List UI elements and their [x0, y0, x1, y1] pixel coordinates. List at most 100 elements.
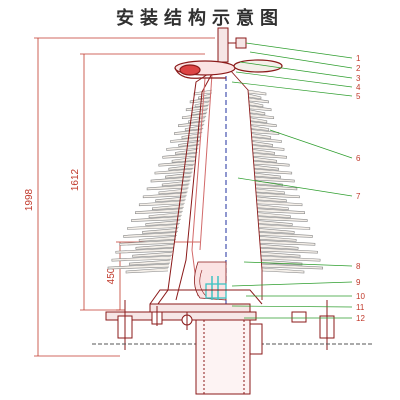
- shed-left: [138, 200, 185, 207]
- shed-right: [248, 97, 269, 104]
- shed-left: [152, 204, 184, 211]
- shed-left: [125, 267, 169, 274]
- shed-right: [249, 105, 272, 112]
- dimension-lines: [34, 37, 215, 357]
- shed-left: [162, 152, 197, 159]
- shed-left: [188, 117, 206, 124]
- shed-left: [115, 247, 173, 254]
- shed-right: [256, 192, 300, 199]
- callout-leader-8: [243, 261, 353, 267]
- shed-right: [252, 145, 285, 151]
- insulator-sheds: [107, 89, 324, 274]
- callout-number-6: 6: [356, 154, 361, 163]
- callout-number-5: 5: [356, 92, 361, 101]
- shed-right: [258, 220, 293, 226]
- shed-left: [178, 121, 205, 127]
- callout-leader-1: [245, 42, 353, 59]
- callout-leader-5: [231, 81, 353, 97]
- shed-left: [148, 212, 182, 218]
- callout-number-10: 10: [356, 292, 365, 301]
- shed-right: [251, 137, 282, 143]
- callout-number-2: 2: [356, 64, 361, 73]
- shed-left: [154, 168, 193, 175]
- shed-left: [111, 255, 171, 262]
- shed-left: [181, 133, 202, 139]
- callout-number-12: 12: [356, 314, 365, 323]
- shed-left: [107, 263, 169, 270]
- shed-right: [260, 247, 318, 254]
- shed-right: [252, 141, 274, 147]
- shed-right: [247, 89, 267, 96]
- shed-left: [123, 232, 177, 238]
- dimension-label-overall: 1998: [24, 188, 35, 211]
- callout-number-8: 8: [356, 262, 361, 271]
- shed-right: [252, 152, 287, 159]
- shed-right: [258, 228, 295, 234]
- callout-leader-6: [269, 129, 353, 159]
- support-bolts: [117, 300, 335, 350]
- shed-right: [261, 263, 324, 270]
- shed-left: [165, 172, 192, 179]
- shed-right: [248, 101, 264, 108]
- shed-left: [142, 192, 187, 199]
- shed-right: [249, 109, 266, 116]
- callout-number-3: 3: [356, 74, 361, 83]
- shed-left: [158, 188, 188, 195]
- shed-right: [261, 255, 321, 262]
- shed-left: [138, 236, 176, 242]
- shed-right: [259, 236, 297, 242]
- shed-left: [131, 216, 181, 222]
- base-flange: [105, 289, 263, 321]
- callout-leader-3: [239, 61, 353, 79]
- shed-left: [145, 220, 180, 226]
- shed-right: [257, 216, 308, 222]
- shed-right: [260, 243, 299, 250]
- shed-left: [135, 243, 174, 250]
- shed-right: [259, 240, 316, 246]
- shed-left: [127, 224, 179, 230]
- shed-right: [256, 200, 303, 207]
- shed-right: [253, 156, 277, 163]
- callout-number-4: 4: [356, 83, 361, 92]
- shed-left: [119, 240, 175, 246]
- shed-right: [261, 267, 305, 274]
- callout-leaders: [231, 42, 353, 319]
- shed-right: [258, 224, 311, 230]
- shed-right: [250, 121, 277, 127]
- shed-right: [254, 172, 281, 179]
- shed-right: [253, 160, 290, 167]
- shed-left: [146, 184, 189, 191]
- shed-right: [260, 251, 301, 258]
- callout-leader-9: [231, 281, 353, 287]
- shed-right: [259, 232, 313, 238]
- dimension-label-upper: 1612: [70, 168, 81, 191]
- shed-left: [132, 251, 172, 258]
- shed-left: [135, 208, 183, 214]
- stress-cone: [194, 261, 227, 301]
- shed-right: [251, 129, 280, 135]
- shed-right: [248, 93, 262, 100]
- shed-right: [254, 176, 295, 183]
- shed-left: [150, 176, 191, 183]
- shed-right: [250, 117, 268, 124]
- cable-tail: [195, 319, 263, 395]
- callout-number-9: 9: [356, 278, 361, 287]
- shed-right: [250, 125, 270, 131]
- callout-leader-2: [249, 51, 353, 69]
- shed-right: [257, 208, 305, 214]
- shed-left: [174, 129, 203, 135]
- shed-left: [155, 196, 186, 203]
- shed-left: [142, 228, 178, 234]
- shed-left: [128, 259, 170, 266]
- callout-leader-4: [235, 71, 353, 88]
- shed-left: [166, 145, 199, 151]
- callout-leader-7: [237, 177, 353, 197]
- shed-right: [257, 212, 291, 218]
- callout-number-11: 11: [356, 303, 365, 312]
- shed-left: [171, 156, 196, 163]
- callout-number-1: 1: [356, 54, 361, 63]
- dimension-label-lower: 450: [106, 267, 117, 284]
